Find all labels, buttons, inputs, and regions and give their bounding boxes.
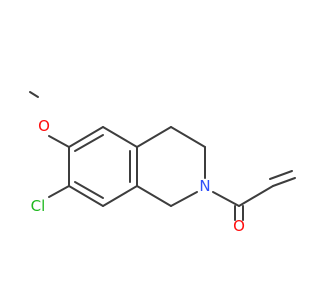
atom-cl: Cl xyxy=(31,197,46,215)
bond-c5-c4a xyxy=(102,126,138,148)
bond-n-carbonyl-c xyxy=(212,191,240,207)
bond-alkene-second xyxy=(269,170,293,180)
bond-methyl-o xyxy=(29,91,39,98)
bond-c4-c3 xyxy=(170,126,206,148)
bond-c4a-c4 xyxy=(136,126,172,148)
bond-o-c6 xyxy=(48,135,70,148)
bond-c8-c7 xyxy=(68,185,104,207)
bond-c5-c6 xyxy=(68,126,104,148)
molecule-structure-diagram: O Cl N O xyxy=(29,91,296,235)
bond-alkene xyxy=(272,177,296,187)
atom-n: N xyxy=(199,177,210,195)
bond-n-c1 xyxy=(170,191,198,207)
bond-c8a-c8 xyxy=(102,185,138,207)
bond-c7-cl xyxy=(48,185,70,198)
bond-carbonyl-c-alkene xyxy=(238,185,274,207)
bond-c5-c6-inner xyxy=(74,134,104,152)
atom-o-methoxy: O xyxy=(38,117,50,135)
bond-c1-c8a xyxy=(136,185,172,207)
atom-o-carbonyl: O xyxy=(233,217,245,235)
bond-c8-c7-inner xyxy=(74,181,104,199)
